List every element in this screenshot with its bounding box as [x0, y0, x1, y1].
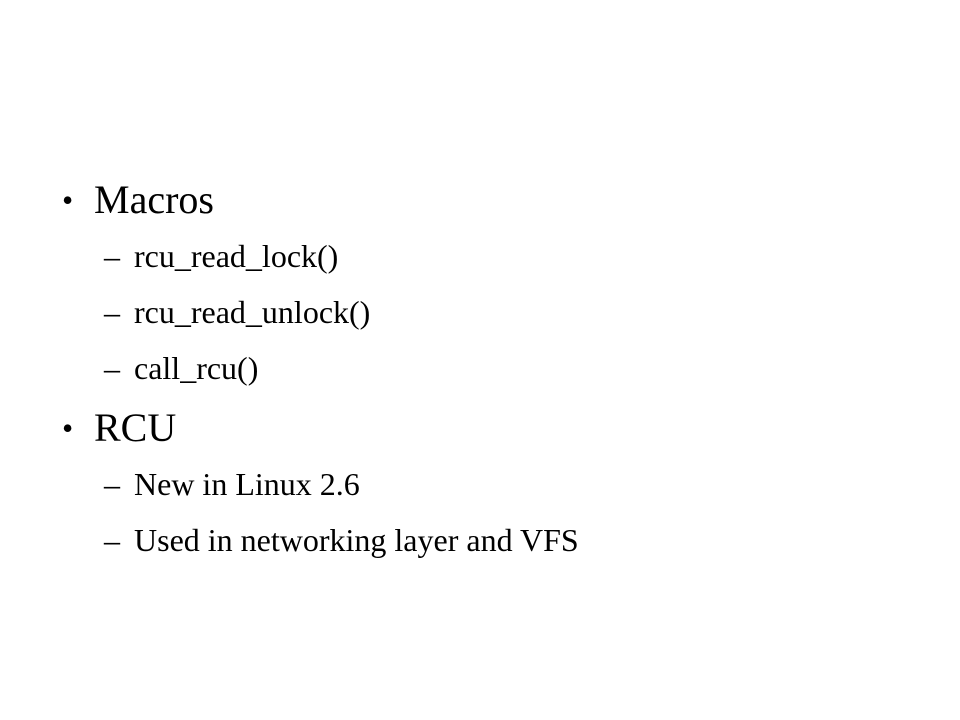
bullet-heading: RCU [94, 405, 177, 450]
bullet-marker: • [62, 182, 74, 218]
sub-bullet-item: – Used in networking layer and VFS [62, 512, 579, 568]
bullet-marker: • [62, 410, 74, 446]
dash-marker: – [104, 522, 120, 558]
dash-marker: – [104, 294, 120, 330]
sub-bullet-item: – rcu_read_unlock() [62, 284, 579, 340]
sub-bullet-list: – rcu_read_lock() – rcu_read_unlock() – … [62, 228, 579, 396]
sub-bullet-text: rcu_read_unlock() [134, 294, 371, 330]
bullet-item-rcu: • RCU [62, 400, 579, 456]
bullet-heading: Macros [94, 177, 214, 222]
bullet-item-macros: • Macros [62, 172, 579, 228]
section-macros: • Macros – rcu_read_lock() – rcu_read_un… [62, 172, 579, 396]
dash-marker: – [104, 466, 120, 502]
sub-bullet-item: – call_rcu() [62, 340, 579, 396]
sub-bullet-text: Used in networking layer and VFS [134, 522, 579, 558]
dash-marker: – [104, 238, 120, 274]
sub-bullet-text: call_rcu() [134, 350, 259, 386]
sub-bullet-text: New in Linux 2.6 [134, 466, 360, 502]
sub-bullet-item: – New in Linux 2.6 [62, 456, 579, 512]
section-rcu: • RCU – New in Linux 2.6 – Used in netwo… [62, 400, 579, 568]
dash-marker: – [104, 350, 120, 386]
bullet-list: • Macros – rcu_read_lock() – rcu_read_un… [62, 172, 579, 572]
sub-bullet-text: rcu_read_lock() [134, 238, 339, 274]
sub-bullet-item: – rcu_read_lock() [62, 228, 579, 284]
sub-bullet-list: – New in Linux 2.6 – Used in networking … [62, 456, 579, 568]
